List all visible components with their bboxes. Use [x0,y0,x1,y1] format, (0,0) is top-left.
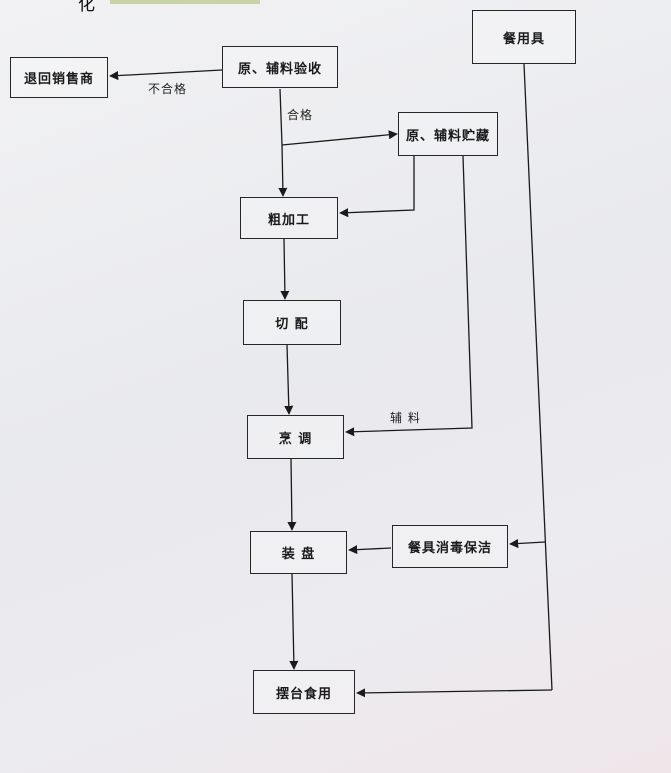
arrow-to-rough [278,144,288,197]
arrow-clean-to-plate [348,545,392,555]
arrow-rough-to-cut [280,238,290,300]
cropped-top-text: 化 [78,0,97,15]
edge-label-unqualified: 不合格 [148,82,188,96]
node-tableware-disinfection: 餐具消毒保洁 [392,525,508,568]
arrow-seasoning-to-cook [345,155,473,437]
node-return-to-seller: 退回销售商 [10,57,108,98]
line-tableware-down [523,63,553,691]
arrow-cook-to-plate [287,458,297,531]
node-plating: 装 盘 [250,531,347,574]
arrow-cut-to-cook [284,344,294,415]
node-cooking: 烹 调 [247,415,344,459]
top-edge-highlight [110,0,260,4]
arrow-to-storage [281,130,398,146]
edge-label-qualified: 合格 [287,108,314,122]
node-tableware: 餐用具 [472,10,576,64]
node-serve: 摆台食用 [253,670,355,714]
node-rough-processing: 粗加工 [240,197,338,239]
arrow-tableware-to-serve [356,688,553,698]
line-accept-down [279,88,283,146]
arrow-reject [109,69,223,81]
node-cutting: 切 配 [243,300,341,345]
node-material-storage: 原、辅料贮藏 [398,112,498,156]
arrow-storage-to-rough [339,156,415,218]
edge-label-seasoning: 辅 料 [390,411,421,425]
node-material-inspection: 原、辅料验收 [222,46,338,88]
arrow-plate-to-serve [289,573,299,670]
arrow-tableware-to-clean [509,538,546,549]
